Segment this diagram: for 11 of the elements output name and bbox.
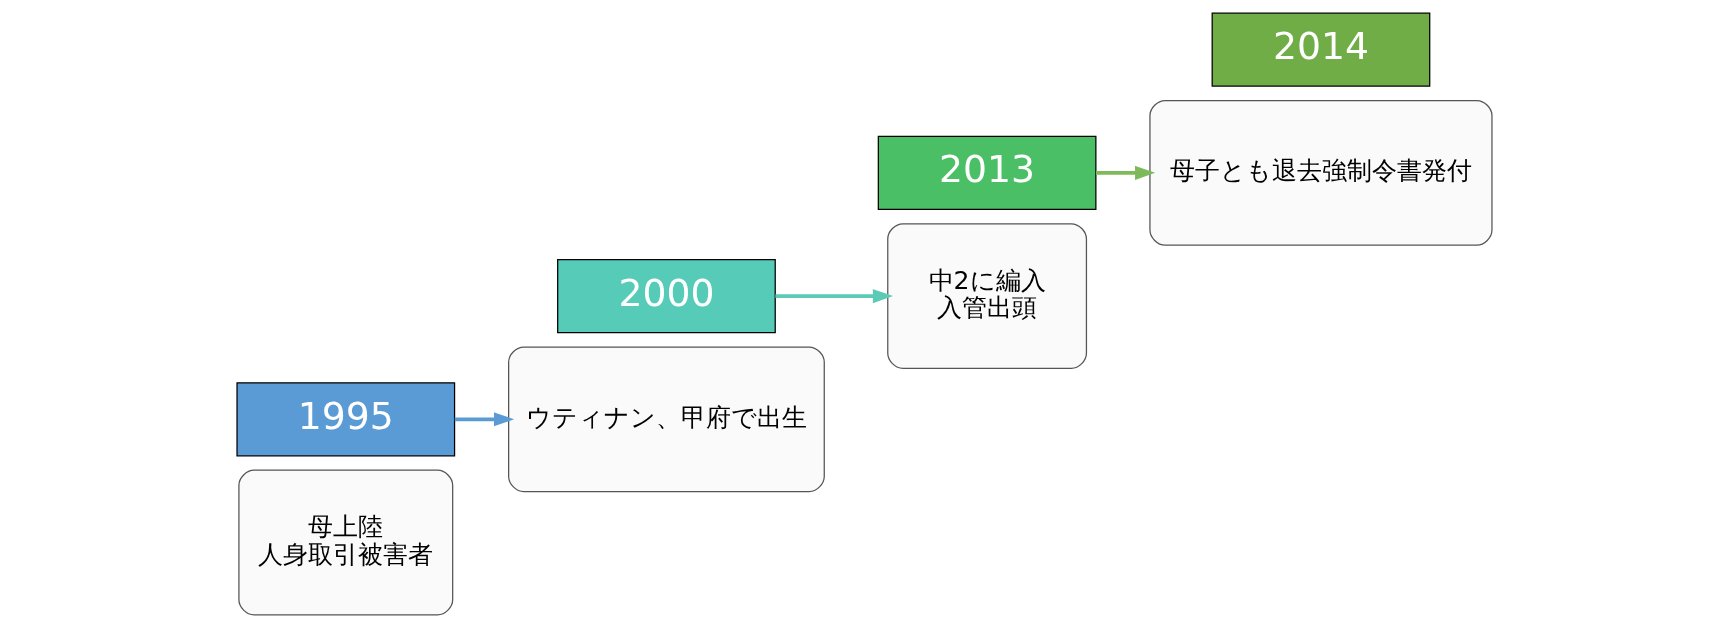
arrow (1095, 165, 1155, 180)
node-box: ウティナン、甲府で出生 (507, 346, 825, 493)
node-box: 母子とも退去強制令書発付 (1148, 99, 1493, 246)
arrow (454, 412, 514, 427)
arrow (774, 289, 893, 304)
node-box: 2000 (556, 259, 776, 334)
node-box: 2013 (877, 135, 1096, 210)
node-box: 2014 (1211, 12, 1430, 87)
node-box: 中2に編入 入管出頭 (886, 223, 1087, 369)
node-box: 1995 (235, 382, 455, 457)
node-box: 母上陸 人身取引被害者 (237, 469, 453, 616)
